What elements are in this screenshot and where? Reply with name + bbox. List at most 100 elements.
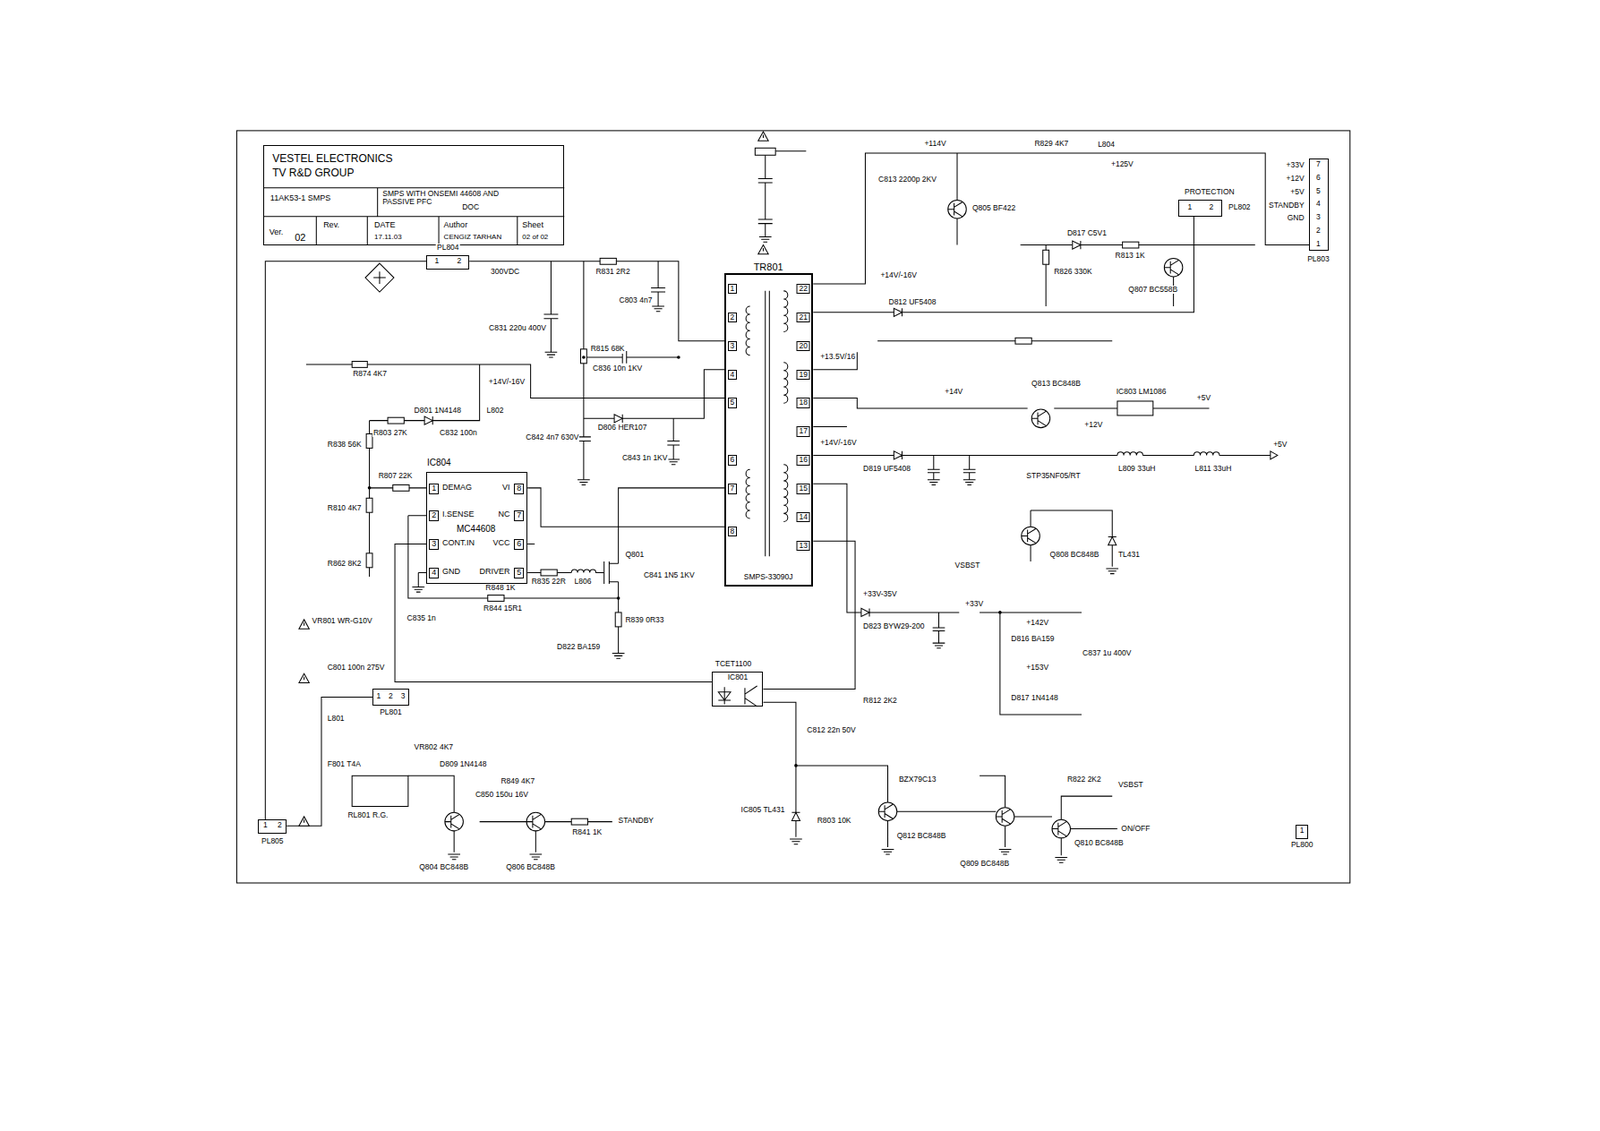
wire	[650, 261, 666, 307]
junction-dot	[581, 355, 586, 360]
connector-box: PL80212	[1178, 199, 1223, 216]
component-label: +5V	[1289, 188, 1305, 197]
component-label: RL801 R.G.	[346, 811, 389, 820]
wire	[927, 454, 976, 480]
component-label: C832 100n	[438, 428, 479, 437]
component-label: VSBST	[954, 561, 982, 570]
resistor-symbol	[366, 433, 373, 448]
ground-symbol	[667, 459, 680, 465]
component-label: C812 22n 50V	[805, 726, 856, 735]
ground-symbol	[881, 848, 895, 855]
pin-label: I.SENSE	[441, 510, 476, 520]
wire	[718, 685, 757, 707]
pin-number: 1	[433, 256, 440, 266]
wire	[765, 290, 771, 557]
wire	[745, 306, 751, 356]
component-label: L809 33uH	[1117, 464, 1157, 473]
wire	[576, 261, 591, 480]
component-label: Q809 BC848B	[958, 859, 1010, 868]
semiconductor-symbol	[791, 812, 800, 821]
component-label: VSBST	[1117, 780, 1145, 789]
pin-label: 8	[513, 483, 524, 495]
wire-connector	[812, 153, 1310, 284]
pin-number: 20	[795, 341, 810, 351]
wire	[812, 341, 1271, 613]
wire-connector	[265, 261, 427, 820]
title-text: 11AK53-1 SMPS	[269, 194, 332, 204]
title-text: 17.11.03	[373, 233, 403, 242]
semiconductor-symbol	[893, 308, 902, 317]
component-label: C835 1n	[406, 614, 437, 623]
component-label: Q808 BC848B	[1049, 550, 1101, 559]
component-label: R803 27K	[372, 428, 409, 437]
resistor-symbol	[393, 484, 410, 491]
component-label: +5V	[1196, 393, 1212, 403]
wire-connector	[812, 216, 1194, 313]
pin-number: 1	[1315, 239, 1322, 249]
component-label: +14V/-16V	[487, 377, 526, 386]
ground-symbol	[529, 854, 542, 860]
component-label: D817 1N4148	[1009, 693, 1059, 702]
wire	[236, 130, 1350, 883]
resistor-symbol	[571, 818, 588, 825]
wire	[1193, 452, 1219, 456]
component-label: D809 1N4148	[438, 760, 488, 769]
warning-symbol	[758, 131, 769, 141]
component-label: +114V	[923, 139, 947, 148]
component-label: C842 4n7 630V	[524, 433, 580, 442]
component-label: R848 1K	[484, 583, 516, 592]
wire	[306, 364, 725, 421]
pin-label: DEMAG	[441, 483, 473, 493]
part-heading: PL801	[378, 708, 403, 717]
wire	[762, 701, 1117, 856]
resistor-symbol	[487, 595, 505, 602]
title-text: Author	[443, 221, 470, 231]
pin-number: 3	[1315, 213, 1322, 222]
component-label: D817 C5V1	[1066, 229, 1108, 238]
warning-symbol	[299, 816, 309, 826]
component-label: R812 2K2	[862, 696, 899, 705]
part-heading: PL803	[1306, 255, 1331, 264]
pin-number: 17	[795, 426, 810, 437]
resistor-symbol	[1015, 337, 1032, 344]
warning-symbol	[758, 245, 769, 255]
wire-connector	[527, 487, 725, 527]
wire	[783, 464, 788, 522]
component-label: +142V	[1025, 618, 1050, 627]
component-label: +125V	[1110, 160, 1135, 169]
component-label: D816 BA159	[1009, 634, 1055, 643]
component-label: TL431	[1117, 550, 1141, 559]
pin-number: 2	[455, 256, 463, 266]
component-label: L802	[485, 406, 505, 415]
title-text: DATE	[373, 221, 396, 231]
wire	[236, 130, 1350, 883]
component-label: C850 150u 16V	[474, 790, 530, 799]
wire	[783, 290, 788, 333]
pin-number: 4	[727, 369, 738, 380]
title-text: Ver.	[268, 228, 285, 238]
component-label: R849 4K7	[499, 777, 536, 786]
component-label: R826 330K	[1052, 267, 1094, 276]
semiconductor-symbol	[861, 607, 870, 617]
semiconductor-symbol	[1031, 409, 1051, 428]
junction-dot	[676, 355, 681, 360]
junction-dot	[367, 355, 1002, 768]
component-label: IC803 LM1086	[1115, 387, 1168, 396]
component-label: VR801 WR-G10V	[311, 616, 374, 625]
wire	[783, 362, 788, 404]
title-text: 02	[293, 231, 307, 243]
part-heading: PL805	[260, 837, 285, 846]
pin-number: 2	[387, 692, 394, 701]
component-label: C836 10n 1KV	[591, 364, 643, 373]
component-label: D822 BA159	[556, 642, 601, 651]
semiconductor-symbol	[444, 812, 464, 831]
transformer-box: TR801SMPS-33090J123456782221201918171615…	[724, 273, 813, 587]
part-heading: IC804	[426, 457, 453, 468]
semiconductor-symbol	[1021, 526, 1041, 546]
resistor-symbol	[754, 147, 776, 155]
warning-symbol	[299, 673, 309, 683]
pin-number: 1	[1299, 826, 1306, 835]
ground-symbol	[577, 479, 591, 486]
component-label: +12V	[1083, 420, 1104, 429]
